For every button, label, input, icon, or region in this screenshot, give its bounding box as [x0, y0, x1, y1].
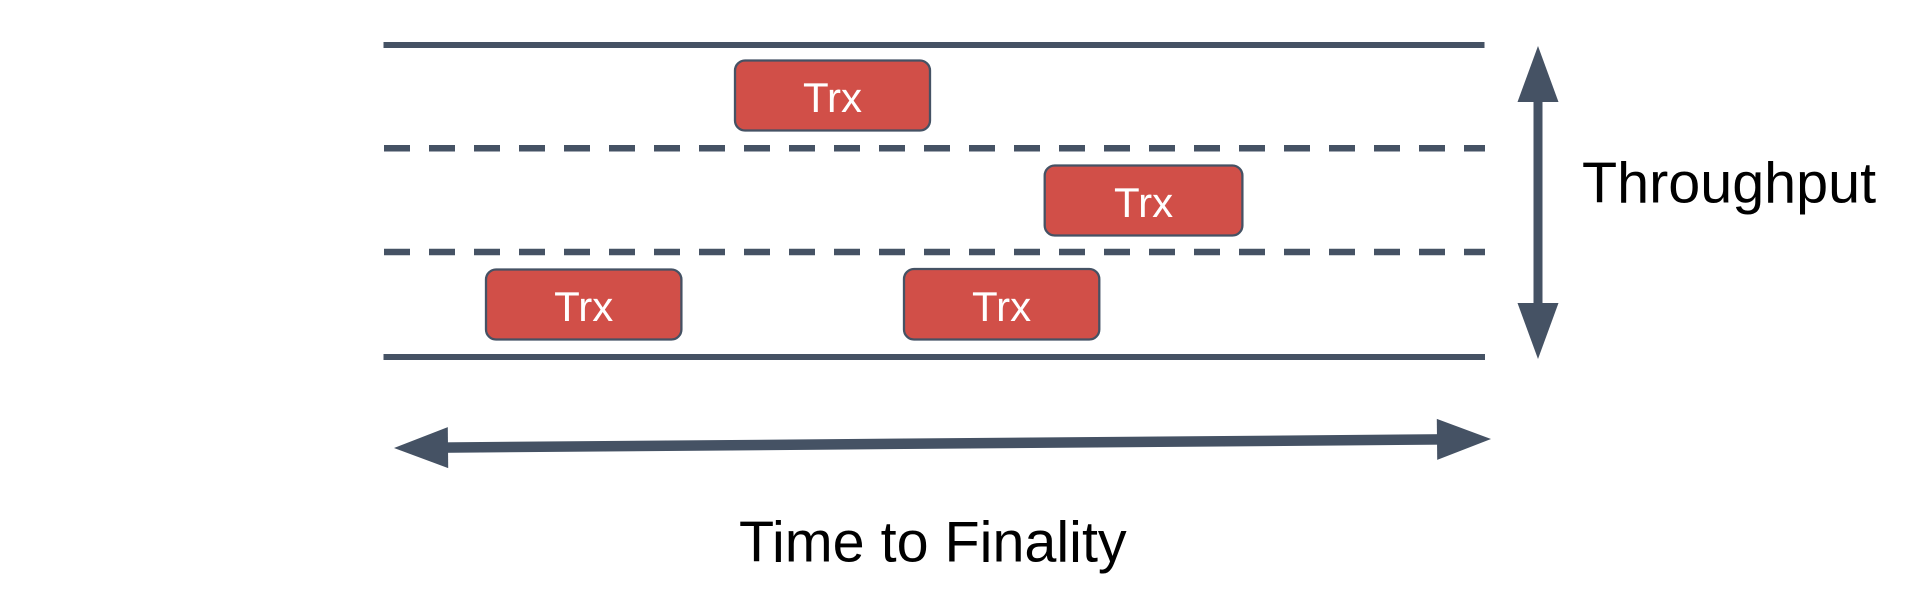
svg-text:Trx: Trx: [972, 283, 1031, 330]
svg-text:Trx: Trx: [803, 74, 862, 121]
svg-text:Time to Finality: Time to Finality: [739, 510, 1127, 574]
svg-text:Trx: Trx: [1114, 179, 1173, 226]
svg-text:Trx: Trx: [554, 283, 613, 330]
svg-text:Throughput: Throughput: [1582, 152, 1876, 216]
